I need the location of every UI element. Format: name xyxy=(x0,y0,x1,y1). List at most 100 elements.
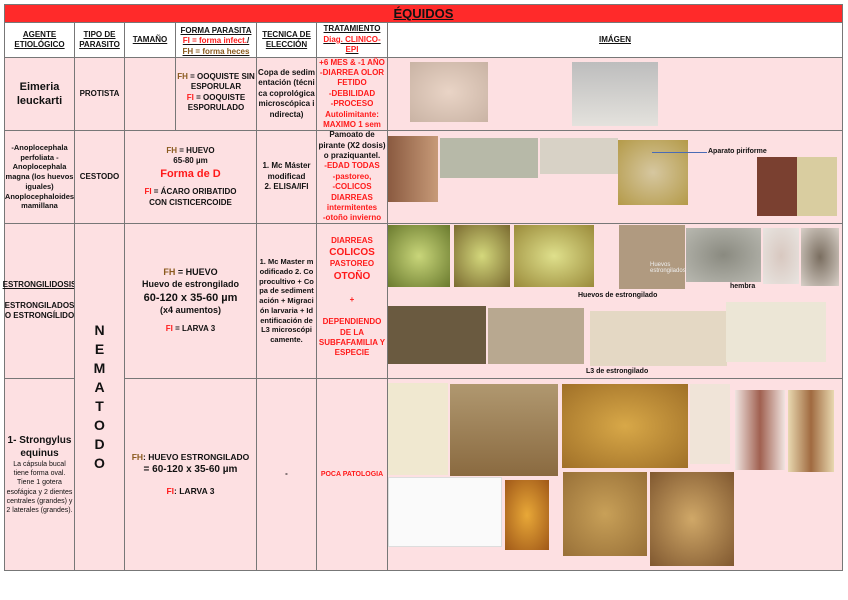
head-image xyxy=(690,384,730,464)
row1-tratamiento: +6 MES & -1 AÑO-DIARREA OLOR FETIDO-DEBI… xyxy=(316,57,388,131)
agente-text: La cápsula bucal tiene forma oval. Tiene… xyxy=(6,461,73,514)
piriform-label: Aparato piriforme xyxy=(708,148,767,155)
fh-label: FH xyxy=(163,267,176,278)
fh-label: FH xyxy=(166,146,178,156)
l3-image-2 xyxy=(488,308,584,364)
cestode-egg-image xyxy=(440,138,538,178)
trat-line: PASTOREO xyxy=(329,259,375,269)
head-image-3 xyxy=(788,390,834,472)
fh-text: = HUEVO xyxy=(175,267,218,278)
row1-agente: Eimeria leuckarti xyxy=(4,57,75,131)
row3-agente: ESTRONGILIDOSIS ESTRONGILADOS O ESTRONGÍL… xyxy=(2,223,77,379)
trat-line: COLICOS xyxy=(329,247,375,259)
row3-tecnica: 1. Mc Master modificado 2. Coprocultivo … xyxy=(256,223,317,379)
row2-tipo: CESTODO xyxy=(74,130,125,224)
fh-label: FH xyxy=(177,72,188,81)
trat-line: OTOÑO xyxy=(333,270,371,282)
trat-line: + xyxy=(349,294,355,304)
header-forma-sep: / xyxy=(247,36,250,46)
l3-image-3 xyxy=(590,311,727,366)
row4-tecnica: - xyxy=(256,378,317,571)
row4-forma: FH: HUEVO ESTRONGILADO = 60-120 x 35-60 µ… xyxy=(124,378,257,571)
fi-label: FI xyxy=(166,486,175,496)
fi-label: FI xyxy=(144,187,152,197)
buccal-capsule-image xyxy=(450,384,558,476)
hembra-label: hembra xyxy=(730,283,756,290)
egg-shape: Forma de D xyxy=(160,167,221,180)
anoplocephala-image xyxy=(757,157,837,216)
l3-image-4 xyxy=(726,302,826,362)
header-tipo: TIPO DE PARASITO xyxy=(74,22,125,58)
egg-size: 60-120 x 35-60 µm xyxy=(143,291,238,304)
fi-label: FI xyxy=(165,324,173,334)
larva-image-3 xyxy=(514,225,594,287)
row2-tratamiento: Pamoato de pirante (X2 dosis) o praziqua… xyxy=(316,130,388,224)
header-agente: AGENTE ETIOLÓGICO xyxy=(4,22,75,58)
page-title: ÉQUIDOS xyxy=(4,4,843,23)
eggs-image-label: Huevos estrongilados xyxy=(650,262,686,274)
trat-line: -DEBILIDAD xyxy=(328,88,376,98)
egg-image-2 xyxy=(801,228,839,286)
trat-line: DIARREAS xyxy=(331,236,373,245)
oocyst-sporulated-image xyxy=(572,62,658,126)
oocyst-image xyxy=(410,62,488,122)
header-tecnica: TECNICA DE ELECCIÓN xyxy=(256,22,317,58)
l3-label: L3 de estrongilado xyxy=(586,368,649,375)
header-tratamiento-label: TRATAMIENTO xyxy=(323,24,381,34)
egg-size: = 60-120 x 35-60 µm xyxy=(143,464,238,475)
row34-tipo: N E M A T O D O xyxy=(74,223,125,571)
trat-line: -COLICOS DIARREAS intermitentes xyxy=(326,182,378,212)
larva-head-image xyxy=(563,472,647,556)
larva-image xyxy=(388,225,450,287)
tecnica-line: 1. Mc Máster modificad xyxy=(262,161,311,181)
fh-text: = HUEVO xyxy=(177,146,215,156)
row2-agente: -Anoplocephala perfoliata -Anoplocephala… xyxy=(4,130,75,224)
fi-text: = LARVA 3 xyxy=(172,324,216,334)
magnification: (x4 aumentos) xyxy=(159,304,221,315)
header-forma-fh: FH = forma heces xyxy=(182,46,250,56)
row1-tamano xyxy=(124,57,176,131)
fh-label: FH xyxy=(131,451,144,462)
egg-type: Huevo de estrongilado xyxy=(141,278,239,289)
egg-female-image xyxy=(686,228,761,282)
arrow-icon xyxy=(652,152,707,153)
header-tratamiento-sub: Diag. CLINICO-EPI xyxy=(323,34,381,55)
fi-label: FI xyxy=(186,92,194,102)
agente-title: 1- Strongylus equinus xyxy=(7,435,72,460)
trat-line: +6 MES & -1 AÑO xyxy=(319,57,385,67)
tecnica-line: 2. ELISA/IFI xyxy=(264,182,309,192)
fh-text: : HUEVO ESTRONGILADO xyxy=(143,451,250,462)
diagram-image xyxy=(388,383,448,475)
agente-title: ESTRONGILIDOSIS xyxy=(2,280,77,290)
larva-image-2 xyxy=(454,225,510,287)
egg-image xyxy=(763,228,799,284)
header-forma-label: FORMA PARASITA xyxy=(180,26,252,35)
buccal-capsule-image-2 xyxy=(562,384,688,468)
egg-size: 65-80 µm xyxy=(173,156,208,166)
trat-drug: Pamoato de pirante (X2 dosis) o praziqua… xyxy=(318,130,386,161)
header-imagen: IMÁGEN xyxy=(387,22,843,58)
larva-head-image-2 xyxy=(650,472,734,566)
strongyle-eggs-image xyxy=(619,225,685,289)
row1-tipo: PROTISTA xyxy=(74,57,125,131)
agente-text: ESTRONGILADOS O ESTRONGÍLIDO xyxy=(4,301,75,321)
trat-line: -otoño invierno xyxy=(322,213,382,223)
diagram-image-2 xyxy=(388,477,502,547)
cestode-egg-image-2 xyxy=(540,138,618,174)
fh-text: = OOQUISTE SIN ESPORULAR xyxy=(187,72,255,92)
trat-line: -DIARREA OLOR FETIDO xyxy=(319,68,385,88)
header-tamano: TAMAÑO xyxy=(124,22,176,58)
header-forma-fi: FI = forma infect. xyxy=(182,36,247,46)
row4-tratamiento: POCA PATOLOGIA xyxy=(316,378,388,571)
capsule-image xyxy=(505,480,549,550)
head-image-2 xyxy=(735,390,785,470)
piriform-image xyxy=(618,140,688,205)
cestode-scolex-image xyxy=(388,136,438,202)
